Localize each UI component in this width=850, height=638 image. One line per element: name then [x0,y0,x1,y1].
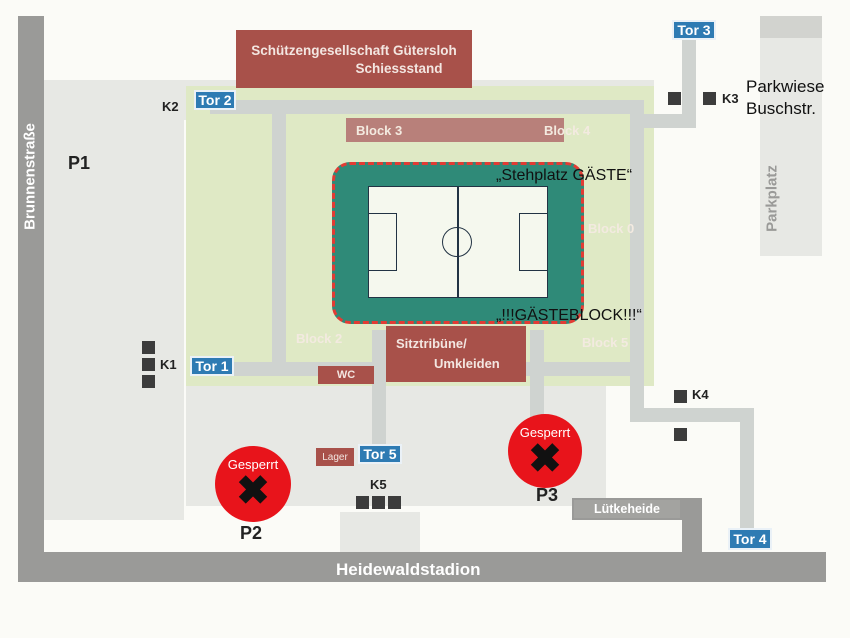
parkplatz-label: Parkplatz [763,165,781,232]
ticket-booth-k5-label: K5 [370,477,387,492]
path-top [210,100,630,114]
block-2-label: Block 2 [296,331,343,346]
annotation-gaesteblock: „!!!GÄSTEBLOCK!!!“ [496,307,642,324]
ticket-booth-k4-label: K4 [692,387,709,402]
path-tor4 [740,408,754,528]
ticket-booth-k5-box-3 [388,496,401,509]
building-label-line2: Schiessstand [355,60,443,76]
path-p3 [530,330,544,420]
ticket-booth-k1-box-1 [142,341,155,354]
closed-marker-p3: Gesperrt ✖ [508,414,582,488]
sitztribuene-label-line1: Sitztribüne/ [396,336,467,351]
building-schuetzengesellschaft: Schützengesellschaft Gütersloh Schiessst… [236,30,472,88]
ticket-booth-k1-box-2 [142,358,155,371]
building-sitztribuene: Sitztribüne/ Umkleiden [386,326,526,382]
road-brunnenstrasse [18,16,44,582]
path-right [630,100,644,410]
block-0-label: Block 0 [588,221,635,236]
stand-north [346,118,564,142]
parking-p1-label: P1 [68,153,91,173]
building-wc: WC [318,366,374,384]
gate-tor-3[interactable]: Tor 3 [672,20,716,40]
path-tor3-link [630,114,696,128]
ticket-booth-k1-box-3 [142,375,155,388]
street-heidewaldstadion-label: Heidewaldstadion [336,560,481,579]
path-left [272,100,286,370]
parkwiese-label-line1: Parkwiese [746,77,825,96]
lager-label: Lager [322,451,348,463]
gate-tor-2[interactable]: Tor 2 [194,90,236,110]
penalty-area-left [369,213,397,271]
closed-label-p3: Gesperrt [519,425,571,440]
gate-tor-1[interactable]: Tor 1 [190,356,234,376]
ticket-booth-k3-label: K3 [722,91,739,106]
building-lager: Lager [316,448,354,466]
closed-marker-p2: Gesperrt ✖ [215,446,291,522]
gate-tor-4[interactable]: Tor 4 [728,528,772,550]
annotation-stehplatz-gaeste: „Stehplatz GÄSTE“ [496,167,633,184]
centre-circle [442,227,472,257]
ticket-booth-k3-box-2 [703,92,716,105]
closed-icon: ✖ [236,469,270,513]
block-4-label: Block 4 [544,123,591,138]
closed-label-p2: Gesperrt [227,457,279,472]
block-5-label: Block 5 [582,335,629,350]
football-pitch [368,186,548,298]
block-3-label: Block 3 [356,123,403,138]
road-heidewaldstadion [18,552,826,582]
ticket-booth-k2-label: K2 [162,99,179,114]
parkplatz-strip [760,16,822,38]
road-luetkeheide-link [682,498,702,554]
wc-label: WC [336,369,356,381]
parking-p3-label: P3 [536,485,559,505]
path-tor5 [372,330,386,448]
k5-forecourt [340,512,420,552]
luetkeheide-label: Lütkeheide [594,502,660,516]
building-label-line1: Schützengesellschaft Gütersloh [251,42,457,58]
parking-area-p1 [44,80,184,520]
ticket-booth-k1-label: K1 [160,357,177,372]
closed-icon: ✖ [528,437,562,481]
ticket-booth-k4-box-2 [674,428,687,441]
ticket-booth-k3-box-1 [668,92,681,105]
ticket-booth-k4-box-1 [674,390,687,403]
parking-p2-label: P2 [240,523,263,543]
gate-tor-5[interactable]: Tor 5 [358,444,402,464]
street-brunnenstrasse-label: Brunnenstraße [21,123,39,230]
luetkeheide-sign: Lütkeheide [574,500,680,518]
parkwiese-label-line2: Buschstr. [746,99,816,118]
penalty-area-right [519,213,547,271]
sitztribuene-label-line2: Umkleiden [434,356,500,371]
parkplatz-area [760,16,822,256]
path-tor3 [682,38,696,128]
ticket-booth-k5-box-2 [372,496,385,509]
ticket-booth-k5-box-1 [356,496,369,509]
path-k4 [630,408,754,422]
